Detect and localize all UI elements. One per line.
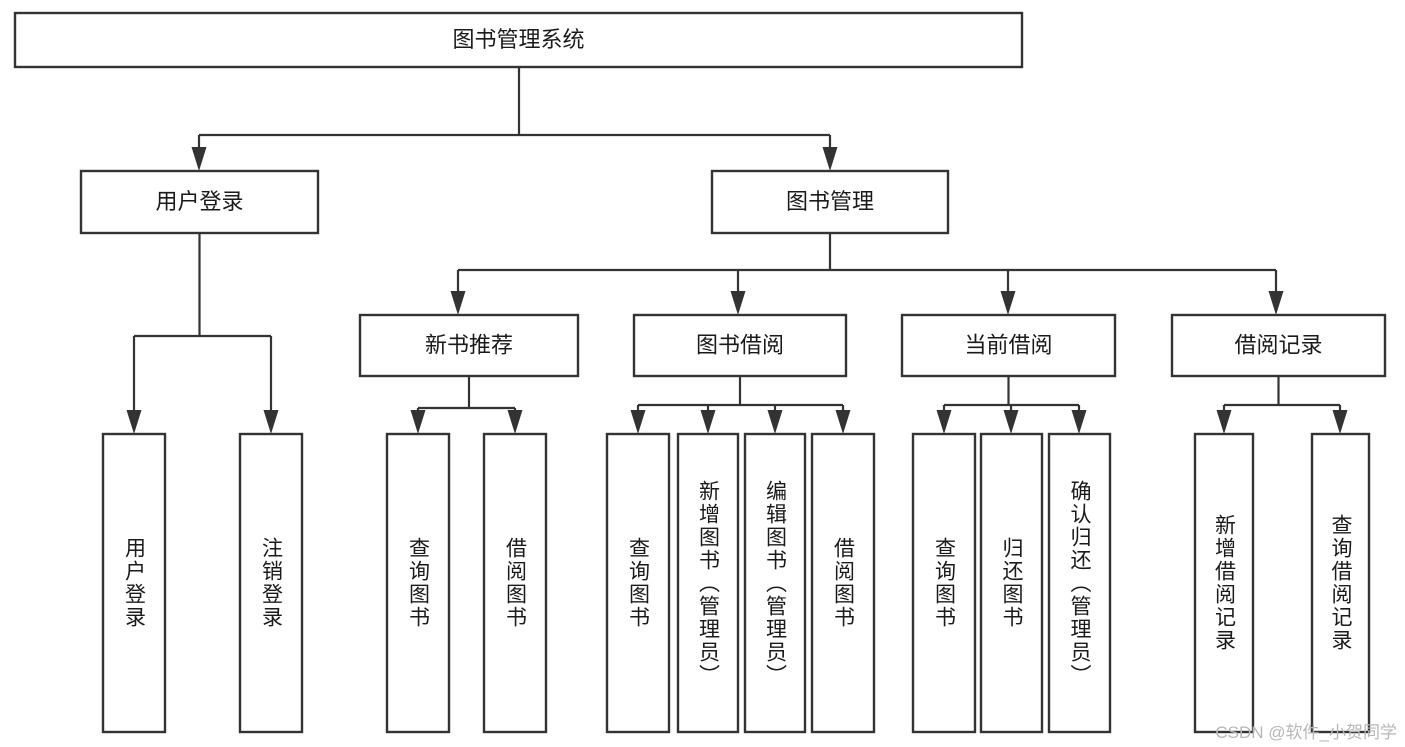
leaf-user-logout-box[interactable] (238, 432, 304, 734)
leaf-add-borrow-record-box[interactable] (1193, 432, 1255, 734)
root-branch-1-arrowhead (822, 147, 838, 171)
leaf-borrow-book-2-box[interactable] (810, 432, 876, 734)
leaf-add-book-admin-box[interactable] (676, 432, 740, 734)
new-book-recommend-branch-0-arrowhead (410, 410, 426, 434)
connector-layer (126, 67, 1348, 434)
node-current-borrow-label: 当前借阅 (964, 332, 1052, 357)
node-root-label: 图书管理系统 (452, 27, 584, 52)
book-manage-branch-0-arrowhead (450, 291, 466, 315)
user-login-branch-1-arrowhead (263, 410, 279, 434)
book-borrow-branch-1-arrowhead (700, 410, 716, 434)
current-borrow-branch-1-arrowhead (1003, 410, 1019, 434)
book-manage-branch-3-arrowhead (1268, 291, 1284, 315)
node-root-box[interactable] (13, 11, 1024, 69)
leaf-query-book-3-box[interactable] (911, 432, 977, 734)
book-borrow-branch-3-arrowhead (835, 410, 851, 434)
leaf-borrow-book-1-box[interactable] (482, 432, 548, 734)
watermark-text: CSDN @软件_小贺同学 (1215, 723, 1397, 742)
current-borrow-branch-2-arrowhead (1071, 410, 1087, 434)
node-book-manage-box[interactable] (710, 169, 950, 235)
node-borrow-record-label: 借阅记录 (1234, 332, 1322, 357)
node-book-borrow-label: 图书借阅 (696, 332, 784, 357)
borrow-record-branch-1-arrowhead (1332, 410, 1348, 434)
node-new-book-recommend-label: 新书推荐 (425, 332, 513, 357)
node-current-borrow-box[interactable] (900, 313, 1117, 378)
node-user-login-label: 用户登录 (155, 189, 243, 214)
node-book-borrow-box[interactable] (632, 313, 848, 378)
node-user-login-box[interactable] (79, 169, 320, 235)
node-book-manage-label: 图书管理 (786, 189, 874, 214)
leaf-edit-book-admin-box[interactable] (743, 432, 807, 734)
book-borrow-branch-0-arrowhead (630, 410, 646, 434)
leaf-confirm-return-admin-box[interactable] (1047, 432, 1112, 734)
leaf-user-login-do-box[interactable] (101, 432, 167, 734)
root-branch-0-arrowhead (191, 147, 207, 171)
new-book-recommend-branch-1-arrowhead (507, 410, 523, 434)
node-new-book-recommend-box[interactable] (358, 313, 580, 378)
leaf-query-book-1-box[interactable] (385, 432, 451, 734)
user-login-branch-0-arrowhead (126, 410, 142, 434)
leaf-query-borrow-record-box[interactable] (1310, 432, 1371, 734)
borrow-record-branch-0-arrowhead (1216, 410, 1232, 434)
box-layer (13, 11, 1387, 734)
current-borrow-branch-0-arrowhead (936, 410, 952, 434)
book-borrow-branch-2-arrowhead (767, 410, 783, 434)
node-borrow-record-box[interactable] (1170, 313, 1387, 378)
book-manage-branch-1-arrowhead (730, 291, 746, 315)
leaf-return-book-box[interactable] (979, 432, 1044, 734)
leaf-query-book-2-box[interactable] (605, 432, 671, 734)
book-manage-branch-2-arrowhead (1000, 291, 1016, 315)
